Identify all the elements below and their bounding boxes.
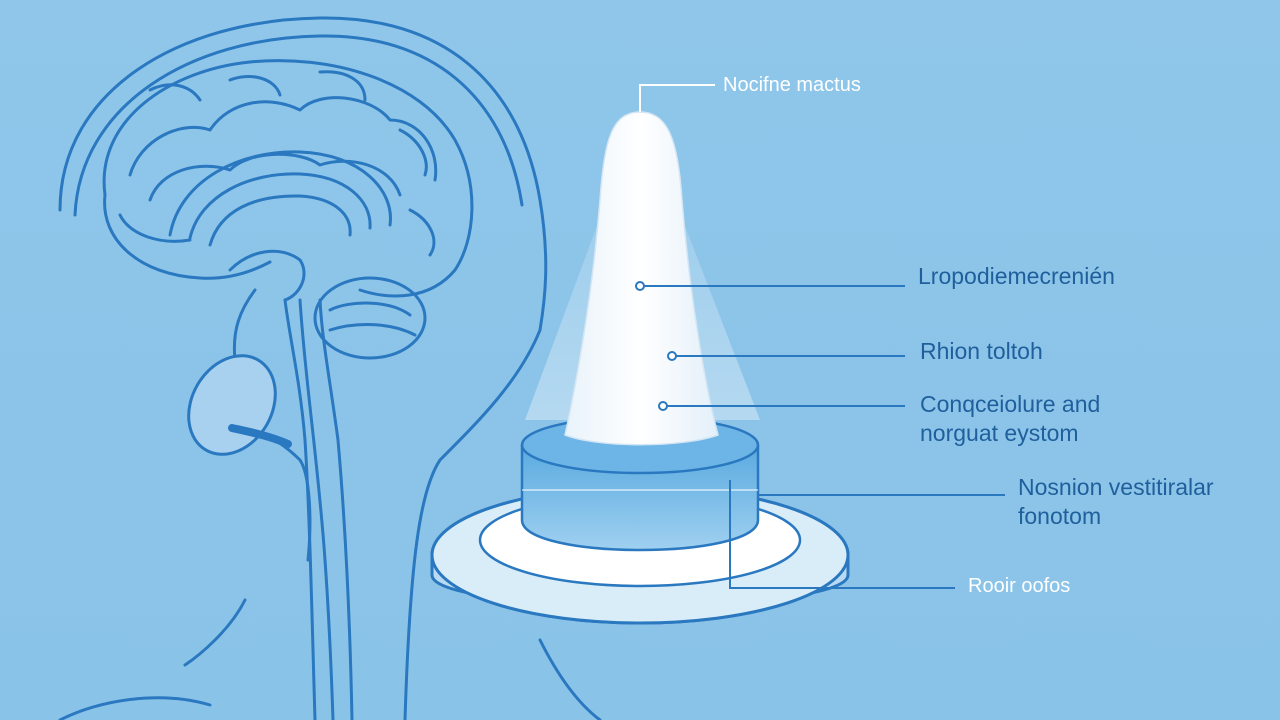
label-4-line-2: fonotom	[1018, 503, 1102, 529]
label-4-line-1: Nosnion vestitiralar	[1018, 474, 1214, 500]
label-1: Lropodiemecrenién	[918, 263, 1115, 289]
label-2: Rhion toltoh	[920, 338, 1043, 364]
leader-lines	[639, 84, 1005, 589]
ear-structure	[187, 354, 292, 456]
label-3-line-1: Conqceiolure and	[920, 391, 1101, 417]
cone-device	[430, 110, 850, 625]
label-top: Nocifne mactus	[723, 74, 861, 96]
label-bottom: Rooir oofos	[968, 575, 1071, 597]
label-3-line-2: norguat eystom	[920, 420, 1079, 446]
leader-dots	[635, 281, 677, 411]
head-outline	[58, 16, 602, 720]
